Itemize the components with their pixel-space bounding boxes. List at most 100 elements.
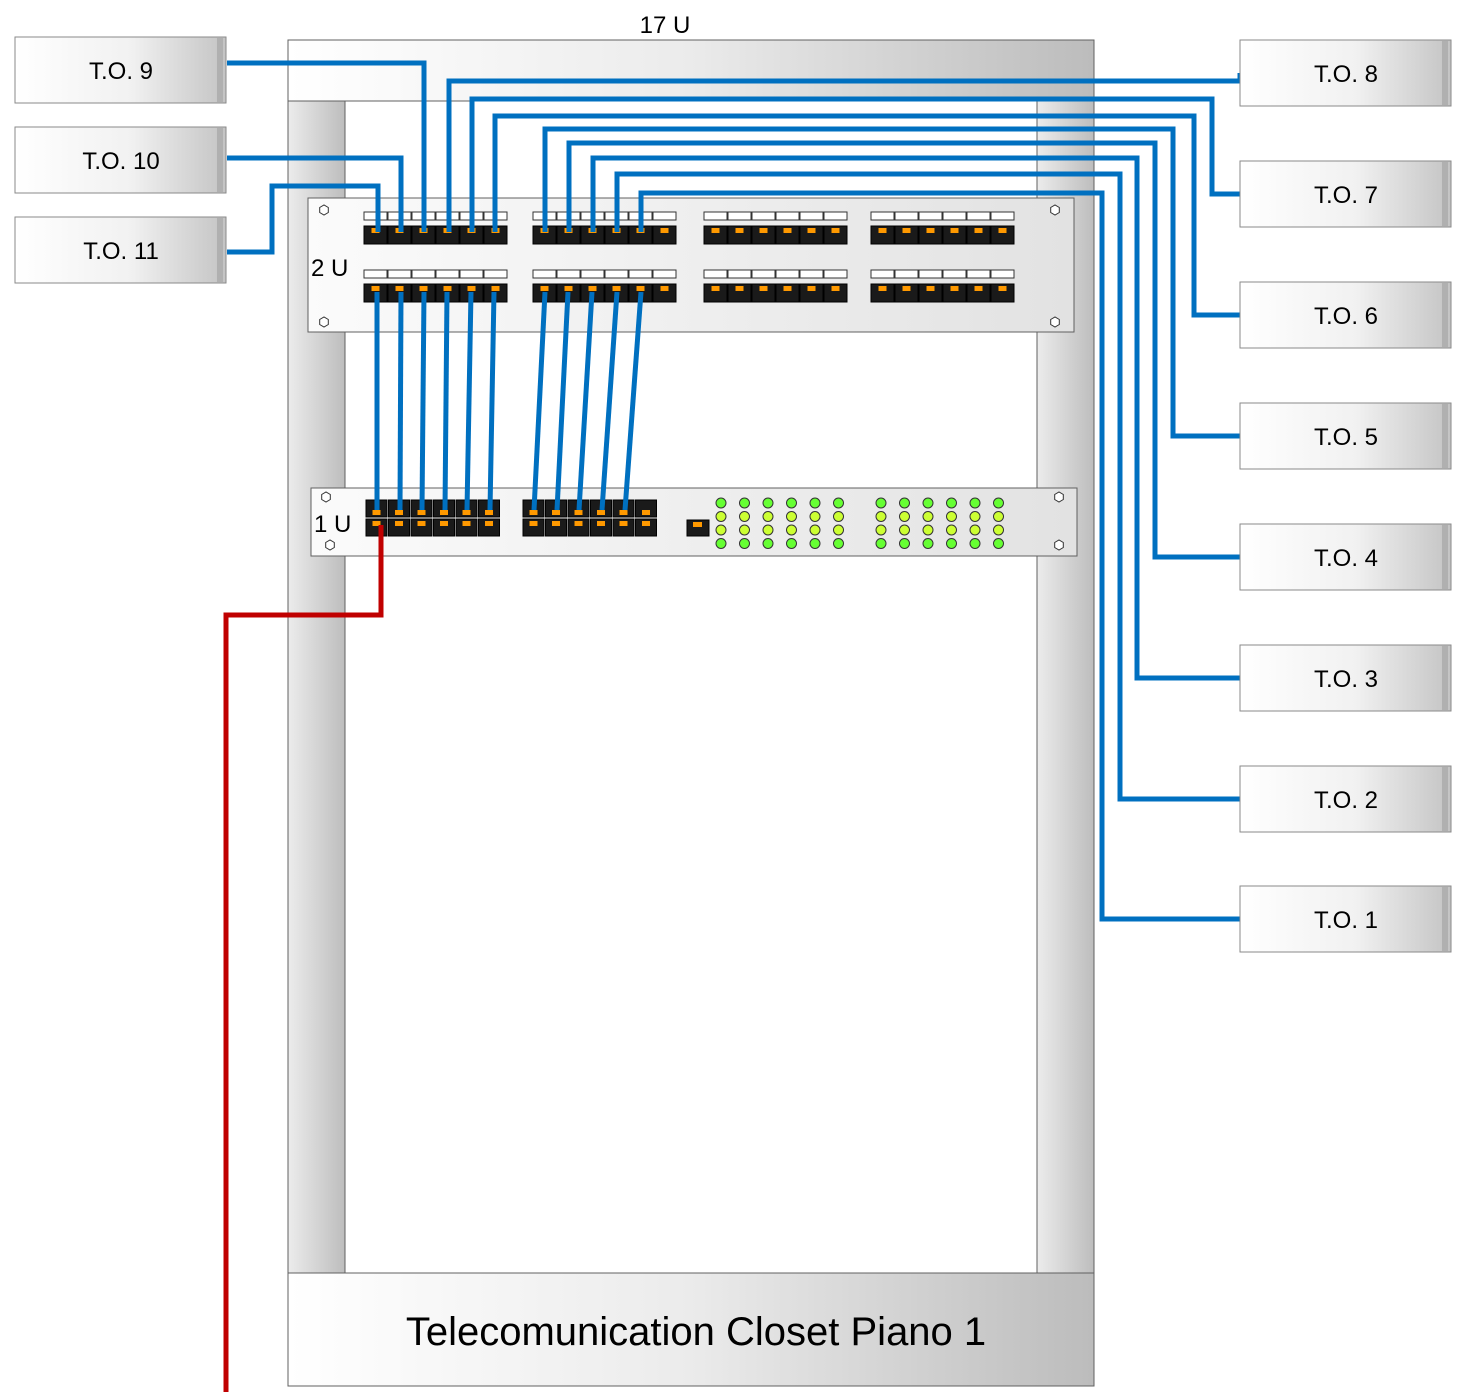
port-label-strip bbox=[727, 269, 752, 279]
rj45-port[interactable] bbox=[612, 518, 635, 537]
outlet-to-3[interactable]: T.O. 3 bbox=[1239, 644, 1452, 712]
rj45-port[interactable] bbox=[652, 225, 677, 245]
rj45-port[interactable] bbox=[652, 283, 677, 303]
port-label-strip bbox=[918, 211, 943, 221]
port-label-strip bbox=[942, 269, 967, 279]
port-latch bbox=[902, 228, 911, 233]
rj45-port[interactable] bbox=[751, 225, 776, 245]
rj45-port[interactable] bbox=[990, 225, 1015, 245]
status-led bbox=[922, 511, 934, 522]
rj45-port[interactable] bbox=[775, 283, 800, 303]
status-led bbox=[809, 524, 821, 536]
rj45-port[interactable] bbox=[522, 518, 545, 537]
rack-units-label: 17 U bbox=[640, 12, 691, 39]
outlet-box[interactable] bbox=[1239, 644, 1452, 712]
port-label-strip bbox=[652, 269, 677, 279]
outlet-to-8[interactable]: T.O. 8 bbox=[1239, 39, 1452, 107]
rj45-port[interactable] bbox=[918, 283, 943, 303]
rj45-port[interactable] bbox=[545, 518, 567, 537]
port-latch bbox=[759, 286, 768, 291]
port-latch bbox=[485, 521, 493, 526]
outlet-box[interactable] bbox=[1239, 765, 1452, 833]
status-led bbox=[993, 524, 1004, 536]
rj45-port[interactable] bbox=[799, 225, 824, 245]
rj45-port[interactable] bbox=[478, 518, 500, 537]
status-led bbox=[875, 511, 887, 522]
rj45-port[interactable] bbox=[410, 518, 433, 537]
outlet-box[interactable] bbox=[1239, 281, 1452, 349]
outlet-label: T.O. 5 bbox=[1314, 424, 1378, 451]
rj45-port[interactable] bbox=[567, 518, 590, 537]
rj45-port[interactable] bbox=[433, 518, 455, 537]
outlet-to-1[interactable]: T.O. 1 bbox=[1239, 885, 1452, 953]
outlet-box[interactable] bbox=[1239, 402, 1452, 470]
network-switch: 1 U bbox=[310, 487, 1078, 557]
rj45-port[interactable] bbox=[942, 225, 967, 245]
outlet-to-11[interactable]: T.O. 11 bbox=[14, 216, 227, 284]
outlet-label: T.O. 4 bbox=[1314, 545, 1378, 572]
rj45-port[interactable] bbox=[590, 518, 612, 537]
rj45-port[interactable] bbox=[870, 283, 895, 303]
rj45-port[interactable] bbox=[727, 225, 752, 245]
rj45-port[interactable] bbox=[775, 225, 800, 245]
rj45-port[interactable] bbox=[703, 225, 728, 245]
status-led bbox=[899, 524, 910, 536]
port-latch bbox=[552, 521, 560, 526]
screw-icon bbox=[1054, 539, 1064, 551]
rj45-port[interactable] bbox=[942, 283, 967, 303]
outlet-box[interactable] bbox=[14, 36, 227, 104]
screw-icon bbox=[319, 204, 329, 216]
rj45-port[interactable] bbox=[703, 283, 728, 303]
port-latch bbox=[660, 286, 669, 291]
rj45-port[interactable] bbox=[799, 283, 824, 303]
rj45-port[interactable] bbox=[727, 283, 752, 303]
outlet-box[interactable] bbox=[14, 126, 227, 194]
screw-icon bbox=[321, 491, 331, 503]
status-led bbox=[993, 538, 1004, 549]
patch-cord bbox=[576, 291, 595, 511]
outlet-to-9[interactable]: T.O. 9 bbox=[14, 36, 227, 104]
port-label-strip bbox=[775, 269, 800, 279]
rj45-port[interactable] bbox=[635, 499, 657, 518]
outlet-to-7[interactable]: T.O. 7 bbox=[1239, 160, 1452, 228]
port-latch bbox=[831, 286, 840, 291]
outlet-box[interactable] bbox=[14, 216, 227, 284]
rj45-port[interactable] bbox=[966, 225, 991, 245]
port-label-strip bbox=[990, 211, 1015, 221]
rj45-port[interactable] bbox=[823, 283, 848, 303]
status-led bbox=[739, 524, 750, 536]
rj45-port[interactable] bbox=[966, 283, 991, 303]
rj45-port[interactable] bbox=[918, 225, 943, 245]
console-port[interactable] bbox=[686, 519, 710, 537]
outlet-label: T.O. 9 bbox=[89, 58, 153, 85]
rj45-port[interactable] bbox=[388, 518, 410, 537]
outlet-to-10[interactable]: T.O. 10 bbox=[14, 126, 227, 194]
rj45-port[interactable] bbox=[751, 283, 776, 303]
outlet-to-5[interactable]: T.O. 5 bbox=[1239, 402, 1452, 470]
outlet-to-2[interactable]: T.O. 2 bbox=[1239, 765, 1452, 833]
rj45-port[interactable] bbox=[635, 518, 657, 537]
status-led bbox=[786, 538, 797, 549]
outlet-to-4[interactable]: T.O. 4 bbox=[1239, 523, 1452, 591]
port-label-strip bbox=[532, 269, 557, 279]
outlet-box[interactable] bbox=[1239, 885, 1452, 953]
outlet-box[interactable] bbox=[1239, 39, 1452, 107]
rj45-port[interactable] bbox=[823, 225, 848, 245]
port-latch bbox=[417, 510, 426, 515]
rj45-port[interactable] bbox=[894, 225, 919, 245]
port-latch bbox=[642, 510, 650, 515]
port-latch bbox=[926, 228, 935, 233]
port-label-strip bbox=[703, 269, 728, 279]
outlet-to-6[interactable]: T.O. 6 bbox=[1239, 281, 1452, 349]
status-led bbox=[833, 497, 844, 509]
rj45-port[interactable] bbox=[870, 225, 895, 245]
patch-panel-units-label: 2 U bbox=[311, 255, 348, 282]
port-latch bbox=[467, 286, 476, 291]
outlet-box[interactable] bbox=[1239, 523, 1452, 591]
rj45-port[interactable] bbox=[894, 283, 919, 303]
rj45-port[interactable] bbox=[455, 518, 478, 537]
port-latch bbox=[462, 510, 471, 515]
outlet-box[interactable] bbox=[1239, 160, 1452, 228]
rj45-port[interactable] bbox=[990, 283, 1015, 303]
port-label-strip bbox=[966, 269, 991, 279]
